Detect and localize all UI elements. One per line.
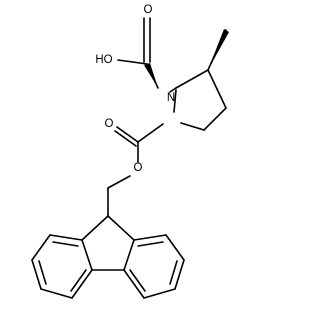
bond-right-ring-inner-1 <box>137 241 164 247</box>
bond-ester-o-ch2 <box>107 175 131 189</box>
bond-left-ring-1 <box>49 234 83 241</box>
atom-label-nitrogen: N <box>167 92 175 104</box>
bond-carbamate-c-o-double-2 <box>114 130 137 147</box>
bond-left-ring-4 <box>40 288 73 299</box>
fluorene-group <box>31 215 185 299</box>
chemical-structure-diagram: O HO N O O <box>31 4 229 299</box>
wedge-bond-c2 <box>144 63 158 88</box>
bond-c9-c8a <box>107 215 135 241</box>
atom-label-ester-oxygen: O <box>134 162 143 174</box>
atom-label-carbamate-carbonyl-oxygen: O <box>105 118 114 130</box>
bond-c8a-c4b <box>123 239 135 271</box>
bond-right-ring-inner-2 <box>169 260 178 285</box>
bond-left-ring-5 <box>71 269 93 299</box>
bond-right-ring-5 <box>123 269 145 299</box>
bond-left-ring-inner-3 <box>70 269 87 292</box>
bond-right-ring-4 <box>143 288 176 299</box>
carbamate-group <box>107 123 164 217</box>
bond-left-ring-2 <box>31 234 51 261</box>
bond-n1-carbamate-c <box>137 123 164 143</box>
bond-right-ring-inner-3 <box>129 269 146 292</box>
bond-left-ring-3 <box>31 259 42 290</box>
bond-n1-c2 <box>169 87 177 93</box>
bond-carboxyl-c-oh <box>117 59 148 65</box>
bond-left-ring-inner-2 <box>38 260 47 285</box>
bond-c9a-c4a <box>81 239 93 271</box>
bond-c4-c5 <box>203 107 227 131</box>
bond-right-ring-3 <box>174 259 185 290</box>
atom-label-hydroxyl: HO <box>95 54 112 66</box>
bond-right-ring-1 <box>133 234 167 241</box>
pyrrolidine-ring <box>169 29 227 131</box>
bond-carbamate-c-o-double-1 <box>116 126 139 143</box>
bond-c2-c3 <box>175 69 209 89</box>
bond-c9-c9a <box>81 215 109 241</box>
bond-n1-c2-lower <box>173 89 177 113</box>
bond-c3-c4 <box>207 69 227 109</box>
bond-c5-n1 <box>180 122 205 131</box>
wedge-bond-c3 <box>208 29 229 70</box>
bond-right-ring-2 <box>165 234 185 261</box>
bond-left-ring-inner-1 <box>52 241 79 247</box>
atom-label-acid-carbonyl-oxygen: O <box>144 4 153 16</box>
